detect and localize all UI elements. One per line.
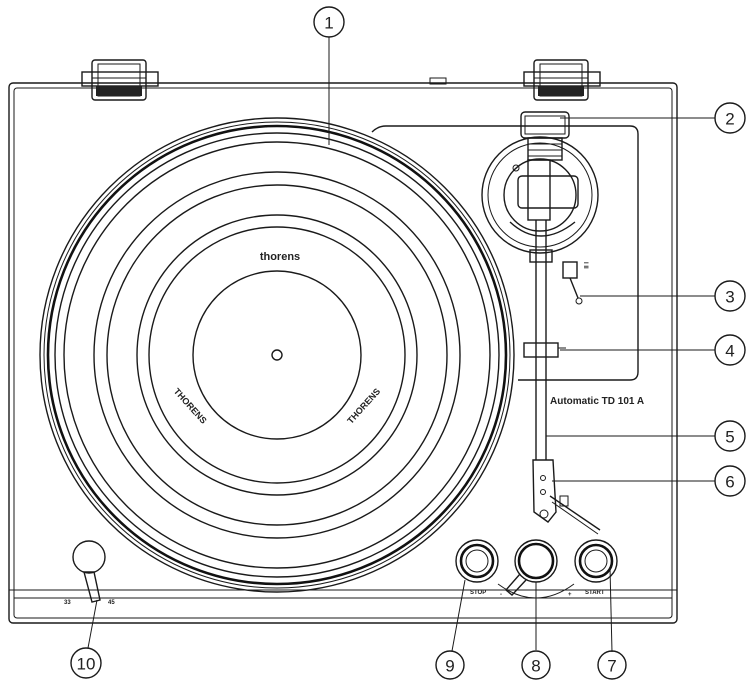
svg-text:4: 4 — [725, 342, 734, 361]
callout-1: 1 — [313, 6, 345, 38]
headshell — [532, 459, 557, 523]
start-label: START — [585, 590, 605, 596]
tonearm: I II — [481, 111, 601, 535]
callout-2: 2 — [714, 102, 746, 134]
callout-3: 3 — [714, 280, 746, 312]
pitch-plus-label: + — [568, 592, 572, 598]
svg-text:7: 7 — [607, 657, 616, 676]
svg-text:I II: I II — [582, 262, 588, 269]
spindle — [271, 349, 283, 361]
model-label: Automatic TD 101 A — [550, 396, 644, 407]
pitch-minus-label: - — [500, 592, 502, 598]
plinth — [8, 82, 678, 624]
latch — [429, 77, 447, 85]
callout-9: 9 — [435, 650, 465, 680]
stop-button: STOP — [455, 539, 499, 596]
speed-switch: 33 45 — [64, 540, 115, 606]
svg-text:2: 2 — [725, 110, 734, 129]
hinge-right — [523, 59, 601, 101]
svg-text:10: 10 — [77, 655, 96, 674]
svg-text:6: 6 — [725, 473, 734, 492]
svg-text:1: 1 — [324, 14, 333, 33]
speed-low-label: 33 — [64, 600, 71, 606]
platter — [39, 117, 515, 593]
arm-rest — [523, 342, 559, 358]
start-button: START — [574, 539, 618, 596]
hinge-left — [81, 59, 159, 101]
callout-6: 6 — [714, 465, 746, 497]
svg-text:5: 5 — [725, 428, 734, 447]
leader-lines — [87, 37, 715, 653]
svg-text:8: 8 — [531, 657, 540, 676]
platter-brand-right: THORENS — [345, 386, 382, 425]
platter-brand-left: THORENS — [172, 386, 209, 425]
tonearm-board — [371, 125, 639, 381]
callout-7: 7 — [597, 650, 627, 680]
callout-8: 8 — [521, 650, 551, 680]
logo-text: thorens — [260, 251, 300, 263]
stop-label: STOP — [470, 590, 486, 596]
callout-5: 5 — [714, 420, 746, 452]
svg-text:9: 9 — [445, 657, 454, 676]
svg-text:3: 3 — [725, 288, 734, 307]
speed-high-label: 45 — [108, 600, 115, 606]
callout-10: 10 — [70, 647, 102, 679]
callout-4: 4 — [714, 334, 746, 366]
